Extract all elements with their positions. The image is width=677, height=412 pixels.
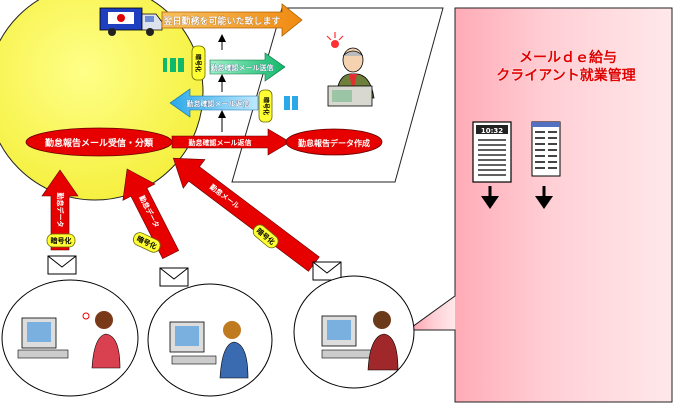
envelope-icon — [312, 261, 342, 281]
notice-label: 翌日勤務を可能いた致します — [163, 15, 280, 27]
list-icon — [531, 121, 561, 209]
worker-icon — [169, 321, 249, 379]
encrypt-tag-lower-label: 暗号化 — [262, 97, 270, 115]
encrypt-tag-upper-label: 暗号化 — [194, 54, 202, 72]
cyan-bars — [284, 96, 298, 110]
up-arrow-middle: 勤怠データ — [122, 168, 180, 260]
result-oval-label: 勤怠報告データ作成 — [298, 138, 370, 148]
vertical-flow-arrows — [218, 34, 226, 132]
encrypt-tag-left-label: 暗号化 — [51, 236, 72, 245]
envelope-icon — [47, 255, 77, 275]
center-oval-label: 勤怠報告メール受信・分類 — [45, 137, 154, 149]
panel-title-line1: メールｄｅ給与 — [519, 49, 617, 66]
panel-title-line2: クライアント就業管理 — [496, 67, 635, 84]
worker-circle-middle — [147, 283, 273, 397]
send-back-label: 勤怠確認メール返信 — [189, 138, 252, 147]
confirm-mail-arrow — [209, 52, 286, 82]
encrypt-tag-lower: 暗号化 — [258, 89, 273, 123]
notice-arrow — [161, 3, 303, 37]
encrypt-tag-upper: 暗号化 — [191, 45, 206, 81]
phone-display-time: 10:32 — [481, 127, 503, 135]
reply-mail-arrow — [169, 88, 259, 118]
phone-icon: 10:32 — [472, 121, 512, 209]
manager-icon — [326, 32, 375, 107]
center-oval: 勤怠報告メール受信・分類 — [25, 127, 173, 157]
service-panel — [406, 7, 673, 403]
up-arrow-left: 勤怠データ 暗号化 — [41, 169, 79, 251]
up-arrow-left-label: 勤怠データ — [56, 193, 65, 228]
result-oval: 勤怠報告データ作成 — [285, 128, 383, 156]
envelope-icon — [159, 267, 189, 287]
worker-circle-right — [293, 275, 415, 389]
worker-icon — [321, 311, 399, 371]
green-bars — [163, 58, 184, 72]
encrypt-tag-middle: 暗号化 — [132, 232, 161, 253]
worker-circle-left — [1, 279, 139, 397]
worker-icon — [17, 311, 121, 369]
confirm-mail-label: 勤怠確認メール送信 — [211, 63, 274, 72]
send-back-arrow — [171, 128, 291, 156]
reply-mail-label: 勤怠確認メール返信 — [187, 99, 250, 108]
